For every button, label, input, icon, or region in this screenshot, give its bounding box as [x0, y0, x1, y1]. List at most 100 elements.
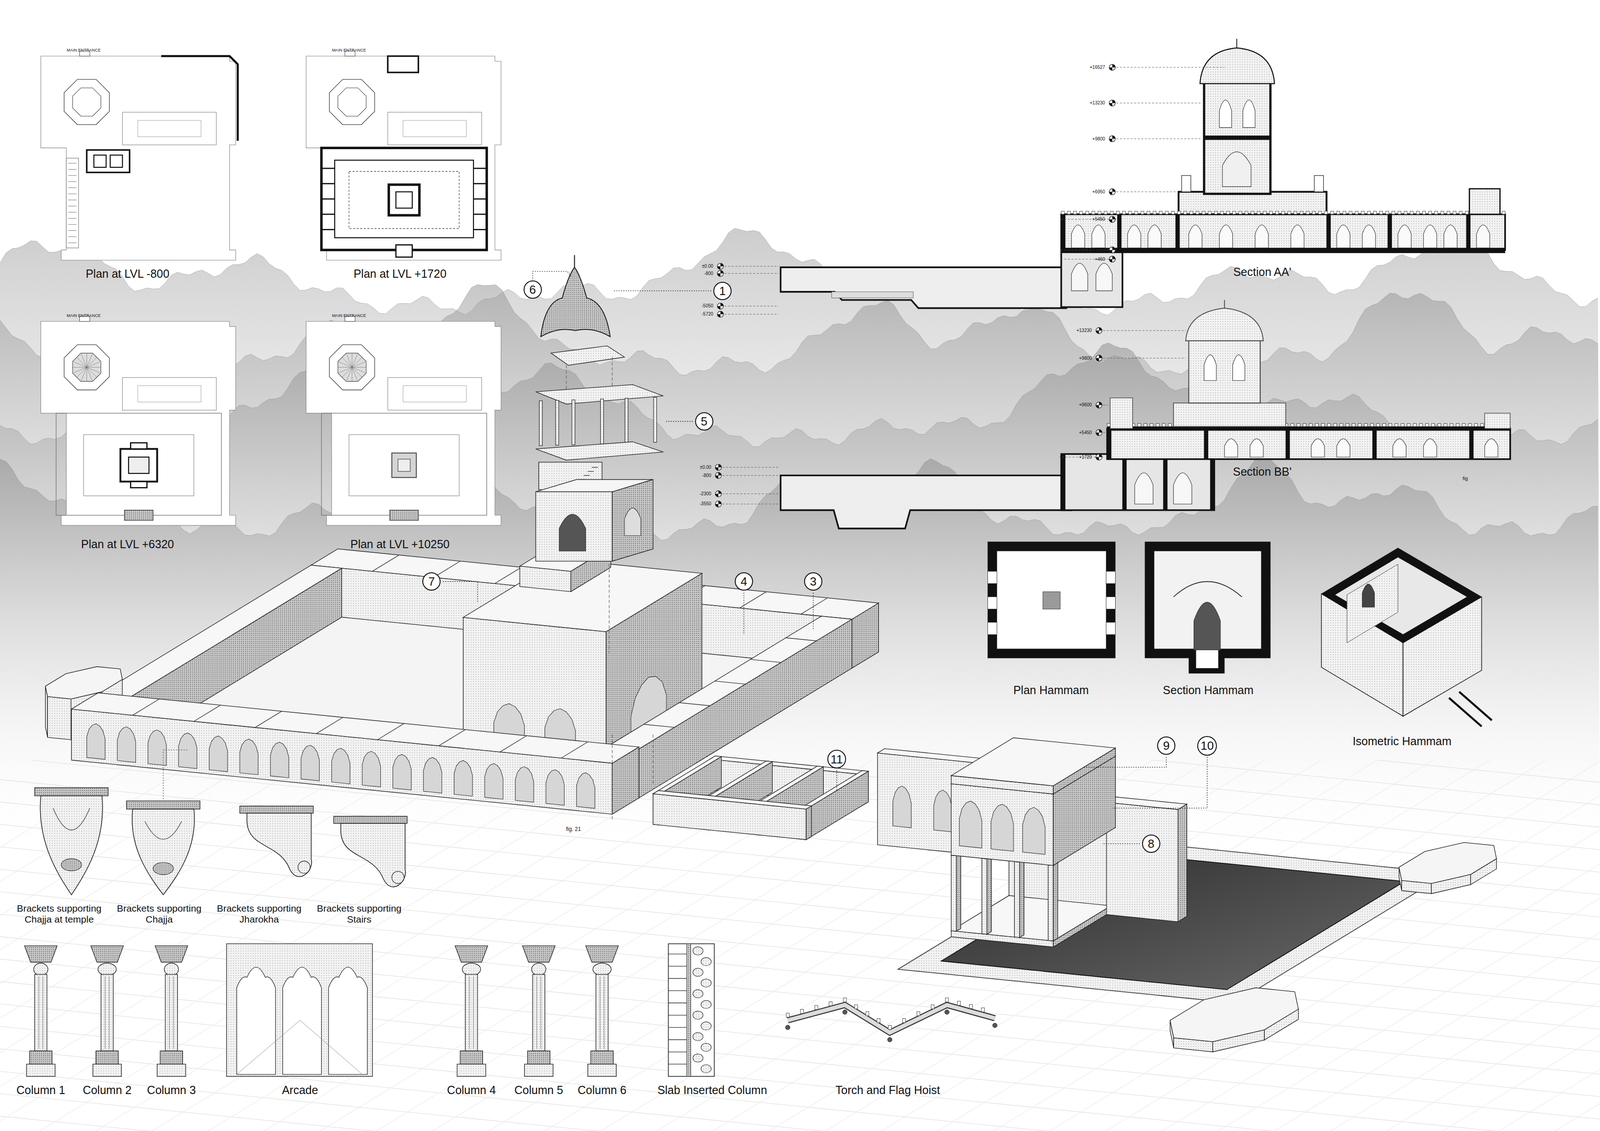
leader-line [1112, 757, 1208, 809]
column-base [29, 1050, 52, 1065]
pavilion-column [600, 399, 604, 444]
parapet-merlon [1137, 423, 1142, 427]
level-symbol-fill [1112, 246, 1116, 250]
parapet-merlon [1413, 423, 1417, 427]
grid-line [0, 961, 1600, 1131]
level-symbol-fill [720, 302, 724, 307]
rubble-stone [692, 1054, 703, 1063]
terrace-outline [122, 112, 217, 146]
leader-line [163, 749, 189, 751]
parapet-merlon [1177, 211, 1181, 215]
level-symbol-fill [717, 266, 721, 270]
column-shaft [100, 974, 114, 1052]
elevation-marker: -800 [701, 472, 712, 479]
column-capital [585, 945, 619, 963]
parapet-merlon [1397, 211, 1402, 215]
column-plinth [93, 1064, 122, 1077]
parapet-merlon [1156, 423, 1160, 427]
tower-top [391, 452, 417, 478]
rubble-stone [692, 1032, 703, 1041]
level-leader [1059, 259, 1117, 260]
hammam-isometric [1321, 547, 1492, 727]
column-bulb [531, 963, 546, 976]
parapet-merlon [1195, 211, 1200, 215]
arch-opening [1311, 438, 1325, 458]
hoist-merlon [829, 1001, 833, 1006]
torch-socket [992, 1023, 998, 1029]
leader-line [1101, 843, 1140, 845]
level-symbol [1109, 216, 1116, 223]
level-leader [1059, 249, 1117, 251]
floor-plan [40, 51, 238, 261]
level-symbol [717, 311, 724, 317]
callout-text: 6 [529, 283, 536, 296]
rubble-stone [692, 946, 703, 956]
level-symbol-fill [1099, 327, 1103, 331]
column-flute [536, 976, 537, 1050]
parapet-merlon [1201, 211, 1206, 215]
terrace-inner [403, 385, 467, 403]
grid-line [0, 1096, 1600, 1131]
hoist-merlon [877, 1018, 881, 1023]
front-face [1106, 802, 1179, 922]
level-leader [724, 306, 779, 307]
column-base [95, 1050, 119, 1065]
tower [1188, 338, 1261, 404]
grid-line [0, 760, 399, 1131]
plan-title: Plan at LVL +10250 [350, 537, 450, 551]
parapet-merlon [1220, 211, 1224, 215]
level-symbol-fill [1096, 405, 1100, 409]
detail-caption: Column 2 [82, 1083, 132, 1097]
parapet-merlon [1474, 423, 1478, 427]
bracket-details [34, 749, 408, 895]
artwork [0, 38, 1600, 1131]
column-shaft [165, 974, 178, 1052]
level-symbol-fill [1109, 219, 1113, 223]
arch-opening [1091, 224, 1106, 248]
level-symbol [715, 464, 722, 471]
hammam-pipe [1449, 691, 1492, 727]
hoist-merlon [945, 997, 949, 1003]
rubble-stone [701, 957, 712, 967]
detail-caption: Column 1 [16, 1083, 66, 1097]
parapet-merlon [1449, 423, 1454, 427]
wall-cut [1285, 428, 1290, 460]
top-face [653, 790, 812, 810]
courtyard-building [56, 413, 222, 516]
grid-line [0, 760, 455, 1131]
level-symbol [1096, 401, 1102, 408]
wall-cut [1106, 428, 1112, 460]
callout-text: 9 [1163, 739, 1170, 752]
elevation-marker: +460 [1094, 256, 1106, 263]
parapet-merlon [1440, 211, 1445, 215]
arch-opening [1255, 224, 1269, 248]
pavilion-column [653, 397, 657, 442]
arch-opening [270, 742, 289, 778]
parapet-merlon [1349, 211, 1353, 215]
arch-opening [1219, 99, 1232, 128]
column-flute [473, 976, 474, 1050]
stair-tread [68, 169, 77, 170]
level-symbol [1109, 64, 1116, 71]
hoist-body [787, 1005, 995, 1033]
main-floor [1061, 214, 1506, 250]
arch-opening [1423, 438, 1437, 458]
room-divider [494, 567, 522, 584]
level-leader [722, 467, 779, 468]
room-divider [321, 198, 335, 200]
callout-text: 4 [740, 575, 748, 588]
column-shaft [532, 974, 546, 1052]
column-flute [469, 976, 470, 1050]
elevation-marker: +9800 [1092, 136, 1106, 142]
parapet-merlon [1104, 211, 1108, 215]
bracket-body [340, 823, 406, 887]
level-leader [1116, 102, 1203, 104]
front-arcade-wing [71, 692, 639, 815]
parapet-merlon [1067, 211, 1071, 215]
level-symbol-fill [1099, 429, 1103, 433]
grid-line [862, 760, 1577, 1131]
grid-line [188, 760, 904, 1131]
pavilion-column [981, 855, 992, 935]
hoist-merlon [930, 1004, 935, 1009]
bracket-body [246, 813, 312, 877]
